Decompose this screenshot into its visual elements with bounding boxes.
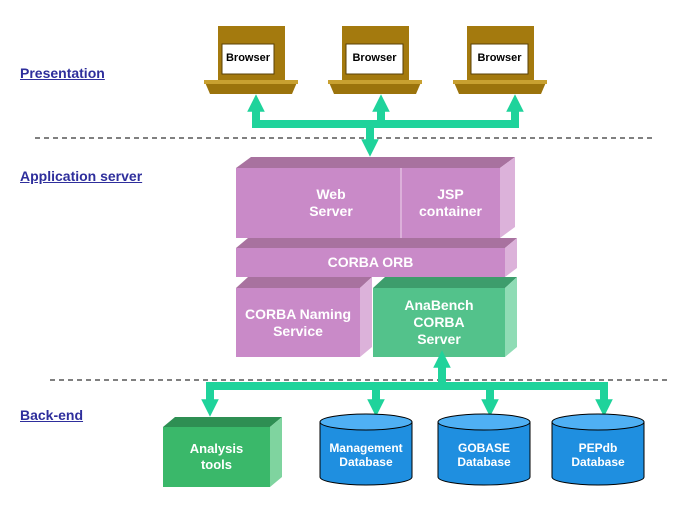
management-database-label: Management Database xyxy=(329,440,403,469)
browser-label-3: Browser xyxy=(477,52,522,65)
backend-connector xyxy=(201,350,613,417)
corba-orb-label: CORBA ORB xyxy=(327,254,414,271)
analysis-tools-label: Analysis tools xyxy=(189,441,244,472)
tier-label-backend: Back-end xyxy=(20,407,84,423)
pepdb-database-cylinder xyxy=(551,413,645,486)
corba-orb-block xyxy=(236,238,517,277)
management-database-cylinder xyxy=(319,413,413,486)
jsp-container-label: JSP container xyxy=(418,186,482,219)
browser-label-1: Browser xyxy=(225,52,271,65)
gobase-database-cylinder xyxy=(437,413,531,486)
presentation-connector xyxy=(247,94,524,157)
web-server-label: Web Server xyxy=(309,186,353,219)
gobase-database-label: GOBASE Database xyxy=(457,440,511,469)
anabench-block xyxy=(373,277,517,357)
browser-monitor-3 xyxy=(453,26,547,94)
pepdb-database-label: PEPdb Database xyxy=(571,440,625,469)
browser-label-2: Browser xyxy=(352,52,397,65)
web-jsp-block xyxy=(236,157,515,238)
browser-monitor-2 xyxy=(328,26,422,94)
tier-label-application: Application server xyxy=(20,168,143,184)
tier-label-presentation: Presentation xyxy=(20,65,105,81)
browser-monitor-1 xyxy=(204,26,298,94)
analysis-tools-block xyxy=(163,417,282,487)
corba-naming-block xyxy=(236,277,372,357)
anabench-label: AnaBench CORBA Server xyxy=(404,297,474,347)
corba-naming-label: CORBA Naming Service xyxy=(244,305,352,339)
